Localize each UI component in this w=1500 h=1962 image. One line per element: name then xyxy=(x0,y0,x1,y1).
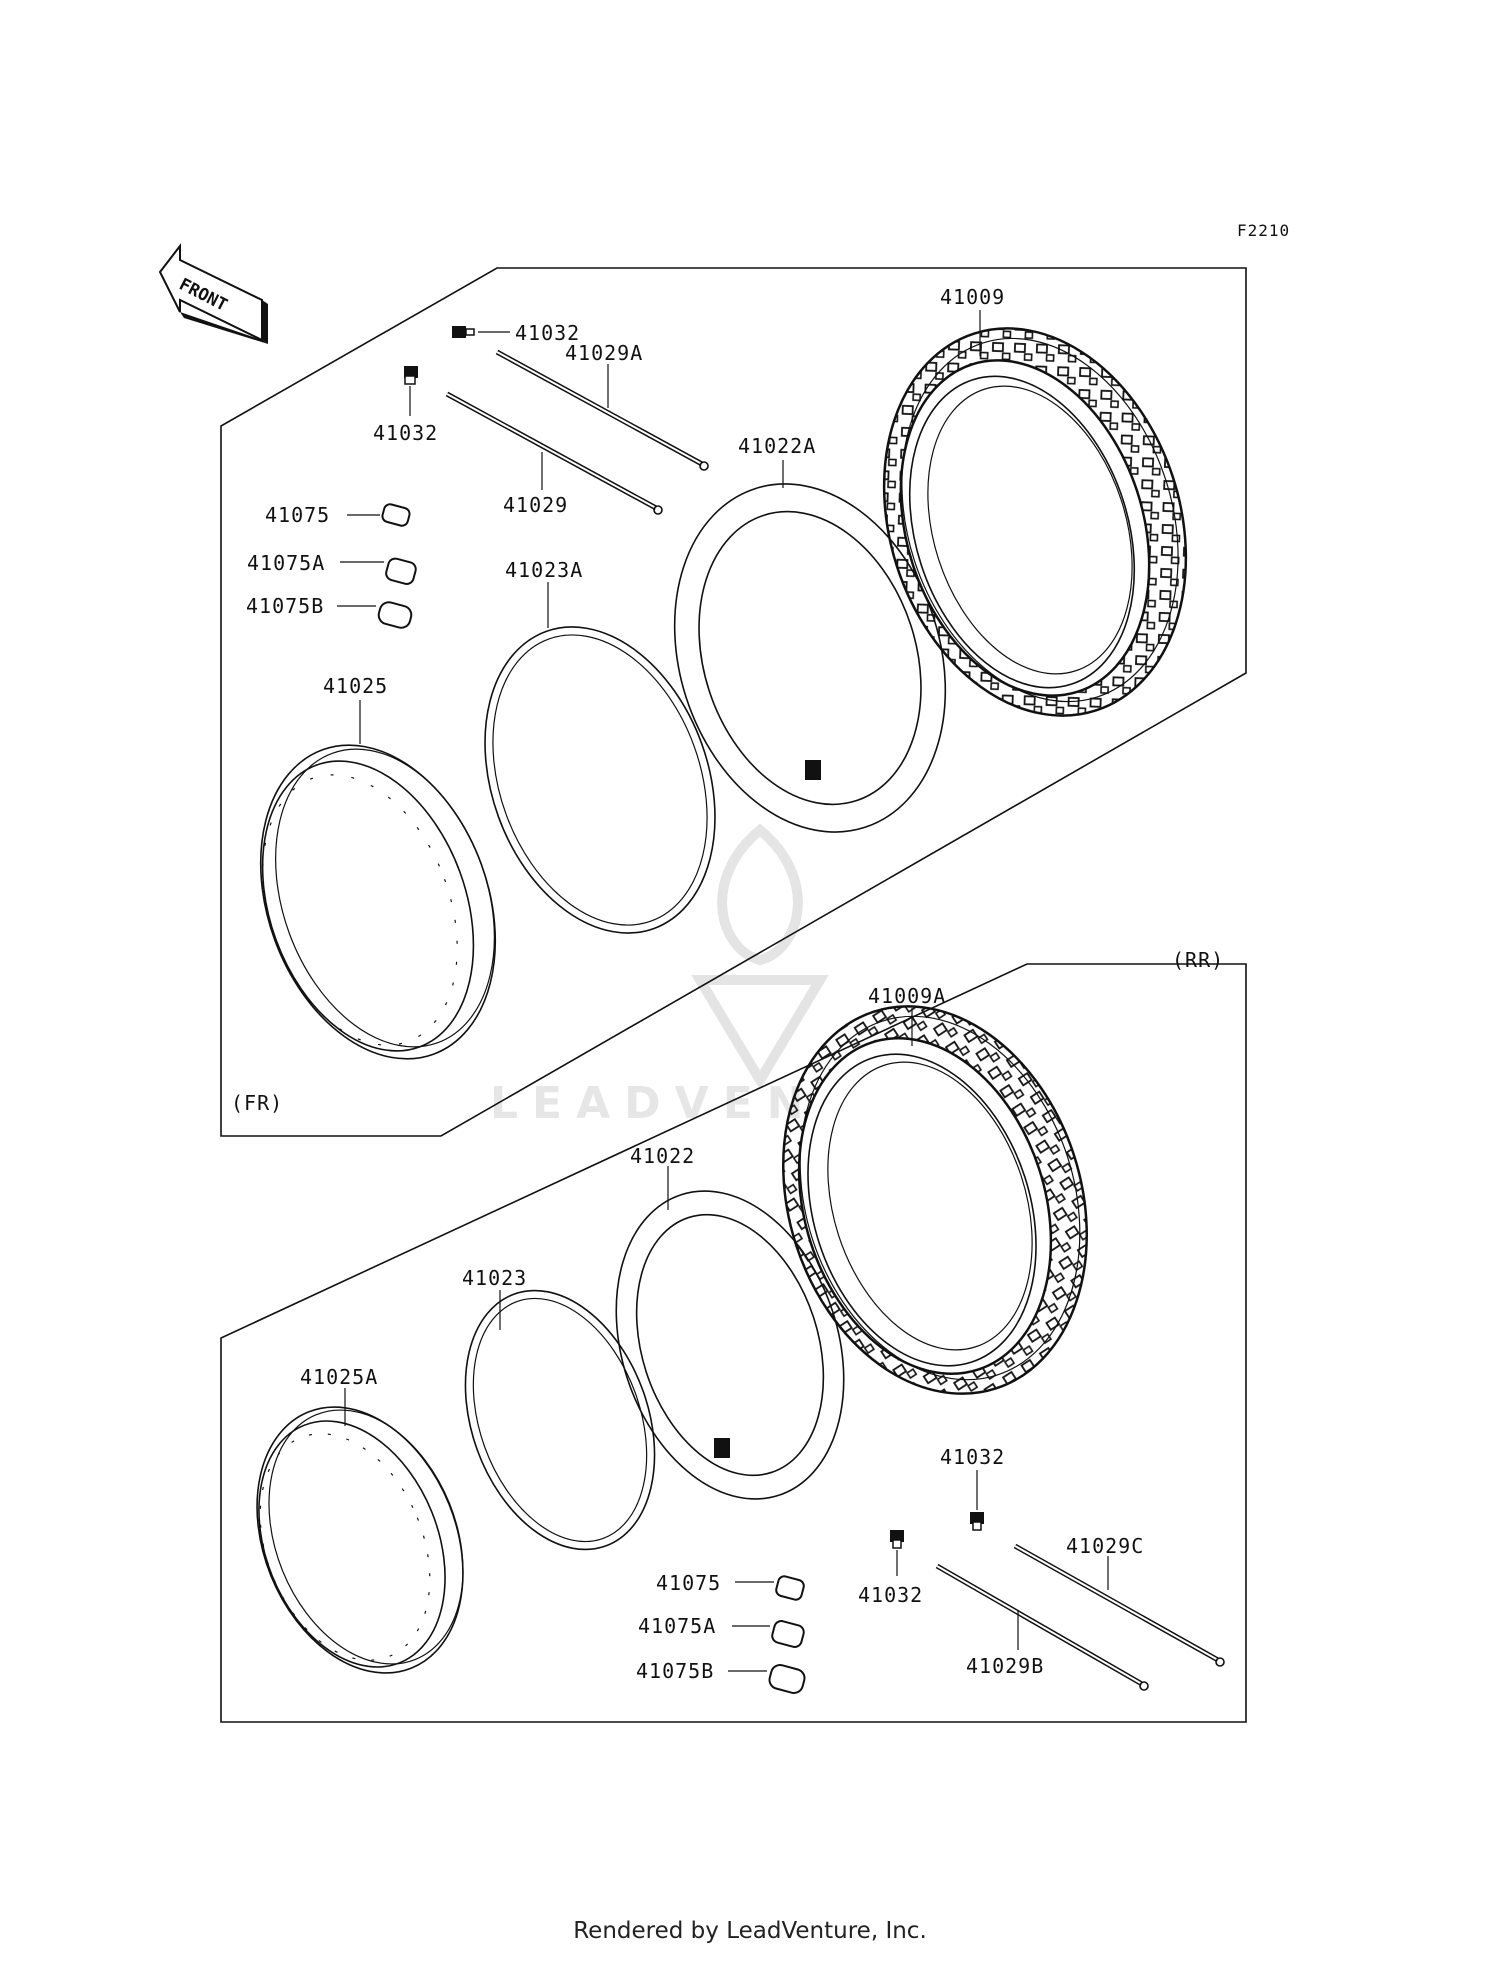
rear-weight-41075A xyxy=(771,1620,805,1648)
rear-rim-41025A xyxy=(256,1406,464,1674)
front-weight-41075A xyxy=(385,557,417,585)
label-41009: 41009 xyxy=(940,285,1005,309)
label-41075A-front: 41075A xyxy=(247,551,325,575)
rear-nipple-left xyxy=(890,1530,904,1549)
rear-tube-41022 xyxy=(615,1190,845,1500)
label-41032-rear-left: 41032 xyxy=(858,1583,923,1607)
label-41029B: 41029B xyxy=(966,1654,1044,1678)
rear-panel-border xyxy=(220,963,1247,1723)
rear-spoke-41029C xyxy=(1013,1543,1225,1667)
label-41075B-front: 41075B xyxy=(246,594,324,618)
rear-section-label: (RR) xyxy=(1172,948,1224,972)
front-nipple-top xyxy=(452,326,475,338)
rear-rimband-41023 xyxy=(464,1289,656,1551)
front-tire-41009 xyxy=(882,327,1188,717)
rear-spoke-41029B xyxy=(935,1563,1149,1691)
label-41023: 41023 xyxy=(462,1266,527,1290)
rear-nipple-top xyxy=(970,1512,984,1531)
front-rimband-41023A xyxy=(484,626,716,934)
front-arrow: FRONT xyxy=(158,243,268,344)
label-41022: 41022 xyxy=(630,1144,695,1168)
front-spoke-41029 xyxy=(445,391,663,515)
label-41075-front: 41075 xyxy=(265,503,330,527)
label-41029: 41029 xyxy=(503,493,568,517)
front-nipple-left xyxy=(404,366,418,385)
figure-code: F2210 xyxy=(1237,221,1290,240)
label-41009A: 41009A xyxy=(868,984,946,1008)
front-weight-41075 xyxy=(381,503,411,527)
label-41025A: 41025A xyxy=(300,1365,378,1389)
rear-weight-41075B xyxy=(768,1664,806,1694)
footer-credit: Rendered by LeadVenture, Inc. xyxy=(573,1918,927,1944)
rear-weight-41075 xyxy=(775,1575,805,1601)
front-section-label: (FR) xyxy=(231,1091,283,1115)
label-41075A-rear: 41075A xyxy=(638,1614,716,1638)
label-41032-front-left: 41032 xyxy=(373,421,438,445)
label-41075-rear: 41075 xyxy=(656,1571,721,1595)
front-panel-border xyxy=(220,267,1247,1137)
label-41023A: 41023A xyxy=(505,558,583,582)
front-tube-41022A xyxy=(673,483,947,833)
label-41075B-rear: 41075B xyxy=(636,1659,714,1683)
label-41032-rear-top: 41032 xyxy=(940,1445,1005,1469)
label-41029A: 41029A xyxy=(565,341,643,365)
label-41029C: 41029C xyxy=(1066,1534,1144,1558)
label-41032-front-top: 41032 xyxy=(515,321,580,345)
front-weight-41075B xyxy=(377,601,413,629)
label-41022A: 41022A xyxy=(738,434,816,458)
front-rim-41025 xyxy=(259,744,497,1060)
front-spoke-41029A xyxy=(495,349,709,471)
rear-tire-41009A xyxy=(782,1005,1088,1395)
label-41025: 41025 xyxy=(323,674,388,698)
